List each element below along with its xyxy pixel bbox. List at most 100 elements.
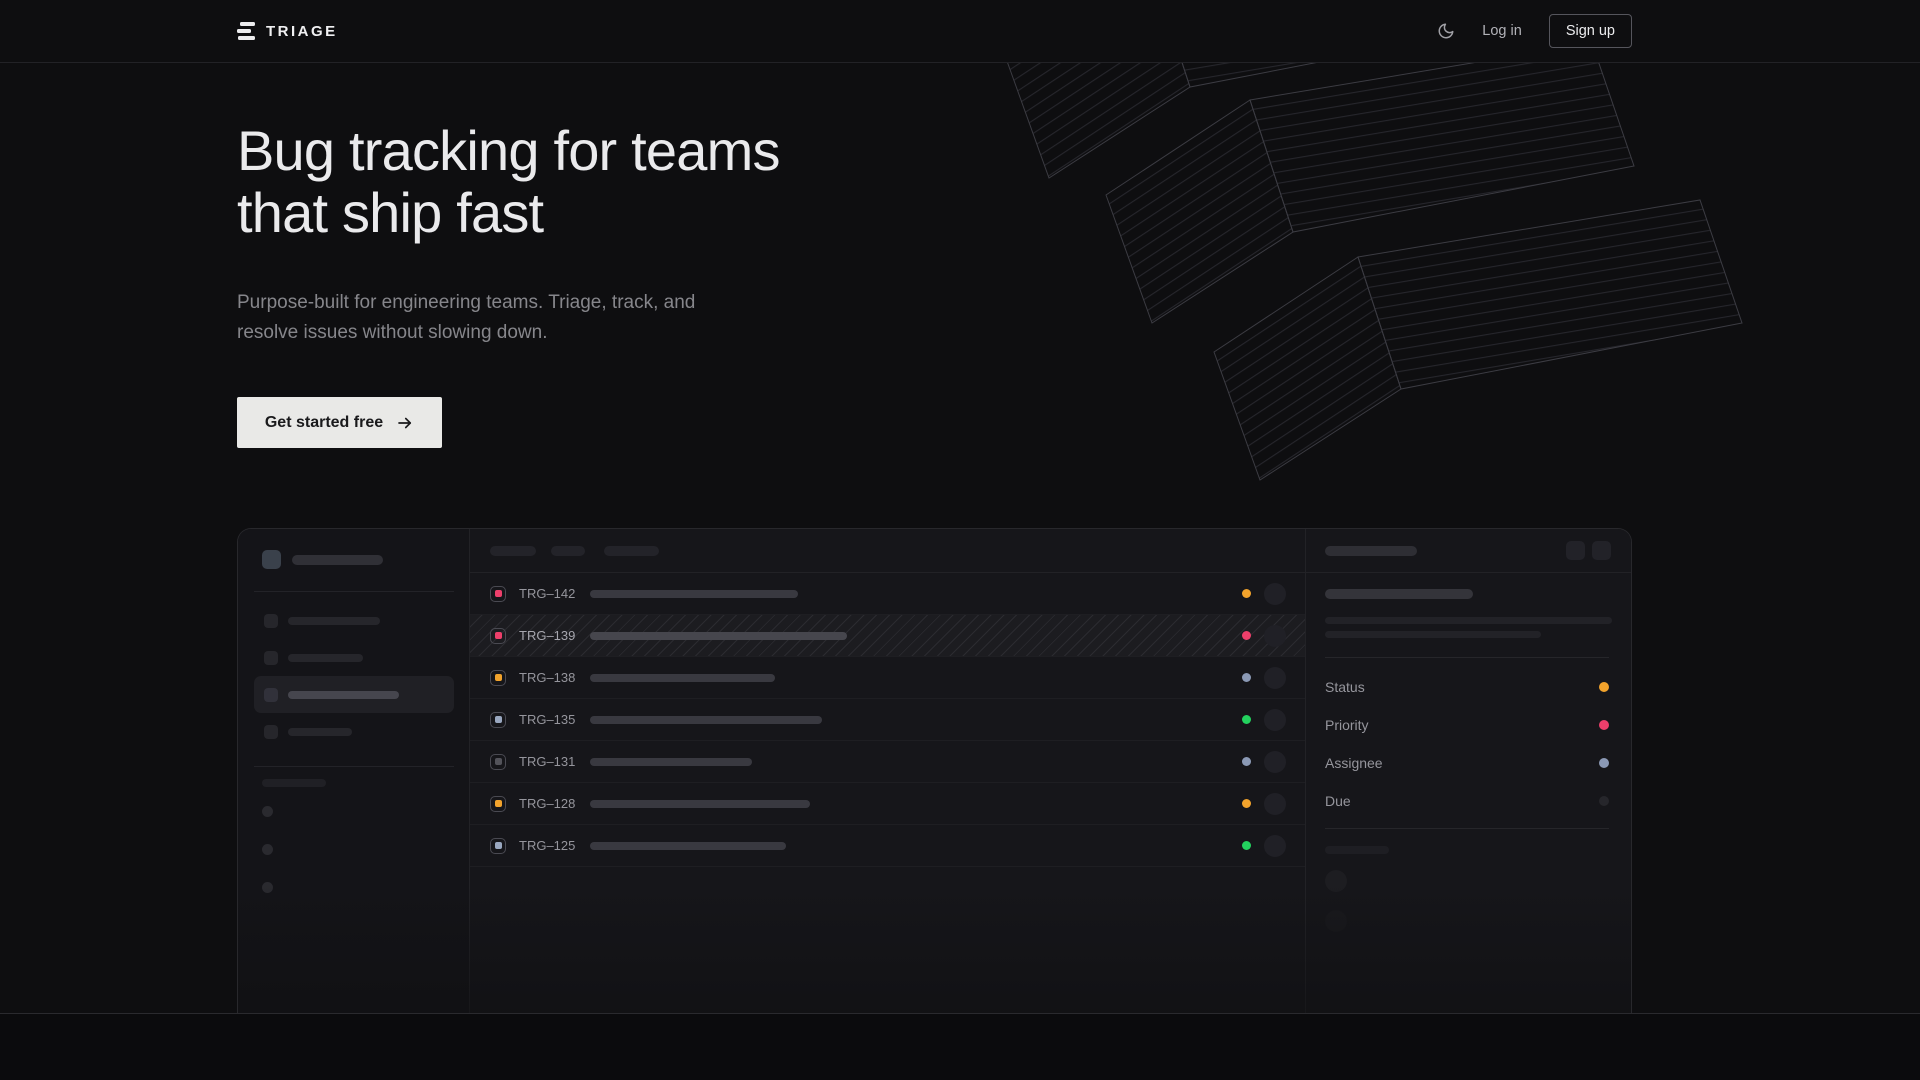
sidebar-project-dot[interactable]: [262, 806, 273, 817]
next-section-strip: [0, 1013, 1920, 1080]
issue-title-skeleton: [590, 799, 810, 808]
field-label: Priority: [1325, 717, 1369, 733]
issue-checkbox-icon[interactable]: [490, 711, 506, 728]
issue-assignee-avatar[interactable]: [1264, 792, 1286, 815]
issue-checkbox-fill: [494, 800, 502, 807]
issue-title-skeleton: [590, 589, 798, 598]
issue-checkbox-fill: [494, 716, 502, 723]
sidebar-item-skeleton: [288, 616, 380, 625]
issue-checkbox-fill: [494, 632, 502, 639]
issue-id: TRG–131: [519, 754, 576, 769]
issue-title-skeleton: [590, 715, 822, 724]
field-value-dot: [1599, 682, 1609, 692]
sidebar-item-icon: [264, 613, 278, 628]
brand-name: TRIAGE: [266, 22, 338, 40]
issue-status-dot: [1242, 673, 1251, 682]
login-link[interactable]: Log in: [1482, 23, 1522, 39]
detail-action-button[interactable]: [1592, 541, 1611, 560]
issue-id: TRG–135: [519, 712, 576, 727]
issue-id: TRG–138: [519, 670, 576, 685]
issue-row[interactable]: TRG–135: [470, 699, 1305, 741]
issue-checkbox-fill: [494, 842, 502, 849]
hero-subtitle-line2: resolve issues without slowing down.: [237, 322, 548, 343]
detail-field-row[interactable]: Due: [1325, 782, 1609, 820]
comment-avatar: [1325, 870, 1347, 892]
issue-status-dot: [1242, 715, 1251, 724]
sidebar-item[interactable]: [254, 602, 454, 639]
field-value-dot: [1599, 796, 1609, 806]
sidebar-item-icon: [264, 724, 278, 739]
workspace-switcher[interactable]: [262, 550, 454, 569]
issue-status-dot: [1242, 799, 1251, 808]
issue-assignee-avatar[interactable]: [1264, 582, 1286, 605]
arrow-right-icon: [398, 417, 412, 428]
issue-checkbox-icon[interactable]: [490, 669, 506, 686]
issue-row[interactable]: TRG–131: [470, 741, 1305, 783]
issue-row[interactable]: TRG–139: [470, 615, 1305, 657]
brand-logo[interactable]: TRIAGE: [237, 22, 338, 40]
signup-button[interactable]: Sign up: [1548, 14, 1632, 48]
workspace-name-skeleton: [292, 554, 383, 565]
detail-field-row[interactable]: Assignee: [1325, 744, 1609, 782]
issue-checkbox-icon[interactable]: [490, 753, 506, 770]
issue-assignee-avatar[interactable]: [1264, 750, 1286, 773]
issue-assignee-avatar[interactable]: [1264, 708, 1286, 731]
issue-row[interactable]: TRG–142: [470, 573, 1305, 615]
issue-id: TRG–125: [519, 838, 576, 853]
wireframe-ribbon-decoration: [1002, 0, 1743, 481]
detail-divider: [1325, 657, 1609, 658]
get-started-button[interactable]: Get started free: [237, 397, 442, 448]
app-mockup-card: TRG–142 TRG–139 TRG–138 TRG–135: [237, 528, 1632, 1013]
issue-title-skeleton: [590, 673, 775, 682]
field-value-dot: [1599, 720, 1609, 730]
sidebar-item-skeleton: [288, 690, 399, 699]
navbar: TRIAGE Log in Sign up: [0, 0, 1920, 63]
issue-row[interactable]: TRG–138: [470, 657, 1305, 699]
detail-field-row[interactable]: Status: [1325, 668, 1609, 706]
sidebar-project-dot[interactable]: [262, 844, 273, 855]
issue-id: TRG–142: [519, 586, 576, 601]
sidebar-item-skeleton: [288, 727, 352, 736]
triage-logo-icon: [237, 22, 255, 40]
filter-tab-skeleton[interactable]: [490, 545, 536, 556]
filter-tab-skeleton[interactable]: [551, 545, 585, 556]
issue-checkbox-icon[interactable]: [490, 795, 506, 812]
detail-title-skeleton: [1325, 589, 1473, 599]
hero-subtitle: Purpose-built for engineering teams. Tri…: [237, 288, 695, 348]
detail-description-skeleton: [1325, 617, 1612, 624]
mockup-sidebar: [238, 529, 470, 1013]
detail-action-button[interactable]: [1566, 541, 1585, 560]
issue-checkbox-fill: [494, 590, 502, 597]
hero-subtitle-line1: Purpose-built for engineering teams. Tri…: [237, 292, 696, 313]
issue-row[interactable]: TRG–128: [470, 783, 1305, 825]
issue-row[interactable]: TRG–125: [470, 825, 1305, 867]
hero-title: Bug tracking for teams that ship fast: [237, 120, 780, 244]
get-started-label: Get started free: [264, 413, 384, 431]
detail-field-row[interactable]: Priority: [1325, 706, 1609, 744]
issue-status-dot: [1242, 757, 1251, 766]
sidebar-item-icon: [264, 650, 278, 665]
sidebar-divider: [254, 766, 454, 767]
sidebar-item-skeleton: [288, 653, 363, 662]
issue-assignee-avatar[interactable]: [1264, 666, 1286, 689]
issue-checkbox-icon[interactable]: [490, 585, 506, 602]
issue-title-skeleton: [590, 757, 752, 766]
sidebar-item[interactable]: [254, 639, 454, 676]
sidebar-project-dot[interactable]: [262, 882, 273, 893]
issue-id: TRG–128: [519, 796, 576, 811]
issue-id: TRG–139: [519, 628, 576, 643]
issue-assignee-avatar[interactable]: [1264, 624, 1286, 647]
issue-checkbox-icon[interactable]: [490, 837, 506, 854]
hero-title-line1: Bug tracking for teams: [237, 119, 780, 182]
sidebar-item-active[interactable]: [254, 676, 454, 713]
filter-tab-skeleton[interactable]: [604, 545, 659, 556]
sidebar-item-icon: [264, 687, 278, 702]
sidebar-item[interactable]: [254, 713, 454, 750]
issue-checkbox-icon[interactable]: [490, 627, 506, 644]
issue-assignee-avatar[interactable]: [1264, 834, 1286, 857]
issue-list-toolbar: [470, 529, 1305, 573]
comment-avatar: [1325, 910, 1347, 932]
moon-icon: [1438, 23, 1454, 39]
issue-detail-panel: Status Priority Assignee Due: [1305, 529, 1631, 1013]
theme-toggle-button[interactable]: [1437, 22, 1455, 40]
